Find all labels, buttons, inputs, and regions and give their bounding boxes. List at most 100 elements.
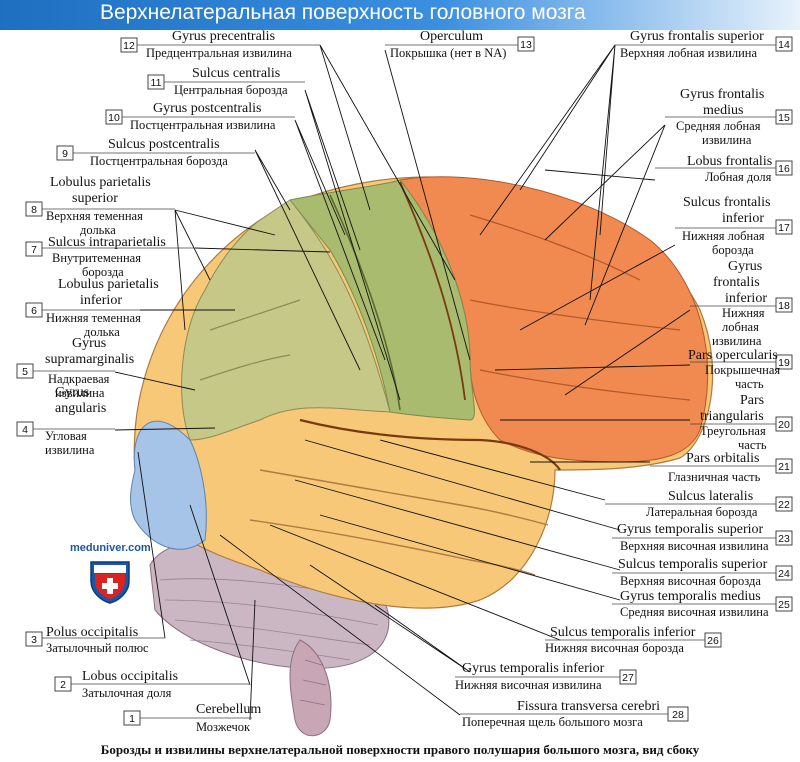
svg-text:inferior: inferior: [80, 293, 122, 308]
svg-text:Средняя лобная: Средняя лобная: [676, 119, 761, 133]
svg-text:Постцентральная борозда: Постцентральная борозда: [90, 154, 228, 168]
label-22: 22 Sulcus lateralis Латеральная борозда: [605, 489, 793, 519]
label-2: 2 Lobus occipitalis Затылочная доля: [54, 669, 250, 700]
svg-text:11: 11: [151, 77, 162, 89]
label-21: 21 Pars orbitalis Глазничная часть: [650, 451, 793, 484]
svg-text:Sulcus intraparietalis: Sulcus intraparietalis: [48, 235, 166, 250]
svg-text:Gyrus temporalis medius: Gyrus temporalis medius: [620, 589, 761, 604]
label-18: 18 Gyrus frontalis inferior Нижняя лобна…: [690, 259, 793, 348]
svg-text:Sulcus temporalis inferior: Sulcus temporalis inferior: [550, 625, 696, 640]
figure-caption: Борозды и извилины верхнелатеральной пов…: [100, 742, 700, 757]
svg-text:17: 17: [778, 222, 790, 234]
svg-text:Надкраевая: Надкраевая: [48, 372, 110, 386]
label-28: 28 Fissura transversa cerebri Поперечная…: [460, 699, 689, 729]
svg-text:борозда: борозда: [712, 243, 754, 257]
label-24: 24 Sulcus temporalis superior Верхняя ви…: [612, 557, 793, 588]
svg-text:21: 21: [778, 461, 790, 473]
svg-text:часть: часть: [738, 438, 767, 452]
svg-text:Нижняя лобная: Нижняя лобная: [682, 229, 765, 243]
leader-lines: [114, 44, 691, 721]
label-8: 8 Lobulus parietalis superior Верхняя те…: [25, 175, 175, 237]
svg-text:26: 26: [707, 635, 719, 647]
svg-text:triangularis: triangularis: [700, 409, 764, 424]
svg-text:Cerebellum: Cerebellum: [196, 702, 261, 717]
label-27: 27 Gyrus temporalis inferior Нижняя висо…: [455, 661, 637, 692]
svg-text:angularis: angularis: [55, 401, 106, 416]
watermark-text: meduniver.com: [70, 542, 151, 554]
svg-text:2: 2: [60, 679, 66, 691]
svg-text:28: 28: [672, 709, 684, 721]
svg-text:Sulcus postcentralis: Sulcus postcentralis: [108, 137, 220, 152]
svg-text:Латеральная борозда: Латеральная борозда: [646, 505, 758, 519]
svg-text:часть: часть: [735, 377, 764, 391]
svg-text:medius: medius: [703, 103, 743, 118]
svg-text:Gyrus: Gyrus: [55, 385, 89, 400]
svg-text:Lobus frontalis: Lobus frontalis: [687, 154, 772, 169]
svg-text:лобная: лобная: [722, 320, 759, 334]
svg-text:16: 16: [778, 163, 790, 175]
svg-text:14: 14: [778, 39, 790, 51]
svg-text:Лобная доля: Лобная доля: [705, 170, 772, 184]
label-17: 17 Sulcus frontalis inferior Нижняя лобн…: [675, 195, 793, 257]
svg-text:Нижняя височная борозда: Нижняя височная борозда: [545, 641, 684, 655]
svg-text:Нижняя: Нижняя: [722, 306, 765, 320]
svg-text:Нижняя теменная: Нижняя теменная: [46, 311, 141, 325]
svg-text:7: 7: [31, 244, 37, 256]
svg-text:9: 9: [62, 148, 68, 160]
svg-text:18: 18: [778, 300, 790, 312]
svg-text:Треугольная: Треугольная: [700, 424, 766, 438]
svg-text:Верхняя теменная: Верхняя теменная: [46, 209, 143, 223]
svg-text:Предцентральная извилина: Предцентральная извилина: [146, 46, 292, 60]
svg-text:Fissura transversa cerebri: Fissura transversa cerebri: [517, 699, 660, 714]
label-11: 11 Sulcus centralis Центральная борозда: [147, 66, 305, 97]
svg-text:Нижняя височная извилина: Нижняя височная извилина: [455, 678, 602, 692]
svg-text:frontalis: frontalis: [713, 275, 760, 290]
shield-cross-icon: [90, 561, 130, 604]
label-15: 15 Gyrus frontalis medius Средняя лобная…: [665, 87, 793, 147]
page-title: Верхнелатеральная поверхность головного …: [100, 1, 586, 24]
svg-text:Верхняя лобная извилина: Верхняя лобная извилина: [620, 46, 757, 60]
svg-text:Верхняя височная борозда: Верхняя височная борозда: [620, 574, 761, 588]
svg-text:Pars opercularis: Pars opercularis: [688, 348, 778, 363]
svg-text:27: 27: [622, 672, 634, 684]
svg-text:8: 8: [31, 204, 37, 216]
svg-text:3: 3: [31, 634, 37, 646]
watermark-logo: meduniver.com: [70, 542, 151, 604]
svg-text:Gyrus frontalis: Gyrus frontalis: [680, 87, 764, 102]
svg-text:Мозжечок: Мозжечок: [196, 720, 251, 734]
label-5: 5 Gyrus supramarginalis Надкраевая извил…: [16, 336, 134, 400]
svg-text:inferior: inferior: [725, 291, 767, 306]
svg-text:4: 4: [22, 424, 28, 436]
svg-text:Polus occipitalis: Polus occipitalis: [46, 625, 138, 640]
svg-text:6: 6: [31, 305, 37, 317]
svg-text:Sulcus centralis: Sulcus centralis: [192, 66, 280, 81]
svg-text:Покрышка (нет в NA): Покрышка (нет в NA): [390, 46, 506, 60]
svg-text:извилина: извилина: [45, 443, 95, 457]
svg-text:Угловая: Угловая: [45, 429, 87, 443]
svg-text:25: 25: [778, 599, 790, 611]
svg-text:Gyrus: Gyrus: [72, 336, 106, 351]
label-1: 1 Cerebellum Мозжечок: [123, 702, 261, 734]
svg-text:5: 5: [22, 366, 28, 378]
label-7: 7 Sulcus intraparietalis Внутритеменная …: [25, 235, 195, 279]
cerebrum: [130, 176, 714, 609]
svg-text:извилина: извилина: [702, 133, 752, 147]
label-12: 12 Gyrus precentralis Предцентральная из…: [120, 29, 320, 60]
svg-text:извилина: извилина: [55, 386, 105, 400]
svg-text:Центральная борозда: Центральная борозда: [174, 83, 288, 97]
svg-text:Затылочный полюс: Затылочный полюс: [46, 641, 149, 655]
svg-text:извилина: извилина: [712, 334, 762, 348]
svg-text:Gyrus precentralis: Gyrus precentralis: [172, 29, 275, 44]
svg-text:Постцентральная извилина: Постцентральная извилина: [130, 118, 276, 132]
svg-text:Gyrus postcentralis: Gyrus postcentralis: [153, 101, 261, 116]
svg-text:Lobulus parietalis: Lobulus parietalis: [58, 277, 159, 292]
label-4: 4 Gyrus angularis Угловая извилина: [16, 385, 115, 457]
svg-text:Глазничная часть: Глазничная часть: [668, 470, 761, 484]
svg-text:борозда: борозда: [82, 265, 124, 279]
svg-text:23: 23: [778, 533, 790, 545]
svg-text:13: 13: [520, 39, 532, 51]
svg-text:15: 15: [778, 112, 790, 124]
svg-text:Поперечная щель большого мозга: Поперечная щель большого мозга: [462, 715, 643, 729]
svg-text:долька: долька: [84, 325, 120, 339]
